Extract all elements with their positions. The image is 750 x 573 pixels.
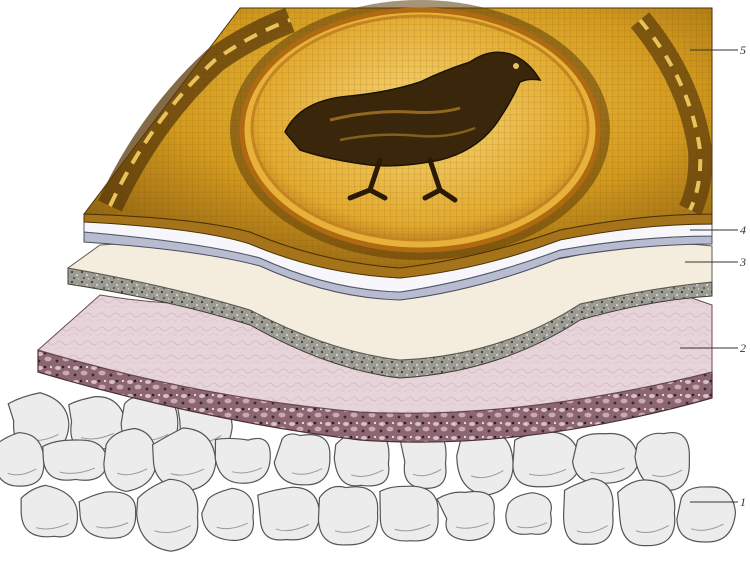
layer-label-2: 2: [740, 341, 746, 355]
foundation-stone: [137, 479, 198, 551]
foundation-stone: [677, 487, 736, 542]
foundation-stone: [0, 433, 44, 486]
foundation-stone: [258, 487, 320, 540]
foundation-stone: [43, 440, 108, 480]
foundation-stone: [215, 438, 270, 483]
foundation-stone: [202, 488, 254, 540]
foundation-stone: [437, 491, 494, 540]
foundation-stone: [380, 486, 438, 541]
foundation-stone: [573, 433, 639, 483]
layer-label-4: 4: [740, 223, 746, 237]
layer-label-1: 1: [740, 495, 746, 509]
foundation-stone: [274, 434, 330, 485]
foundation-stone: [104, 429, 157, 492]
foundation-stone: [79, 492, 136, 538]
layer-label-5: 5: [740, 43, 746, 57]
foundation-stone: [513, 432, 581, 487]
layer-label-3: 3: [739, 255, 746, 269]
foundation-stone: [318, 487, 377, 545]
foundation-stone: [618, 480, 675, 546]
foundation-stone: [564, 479, 614, 545]
